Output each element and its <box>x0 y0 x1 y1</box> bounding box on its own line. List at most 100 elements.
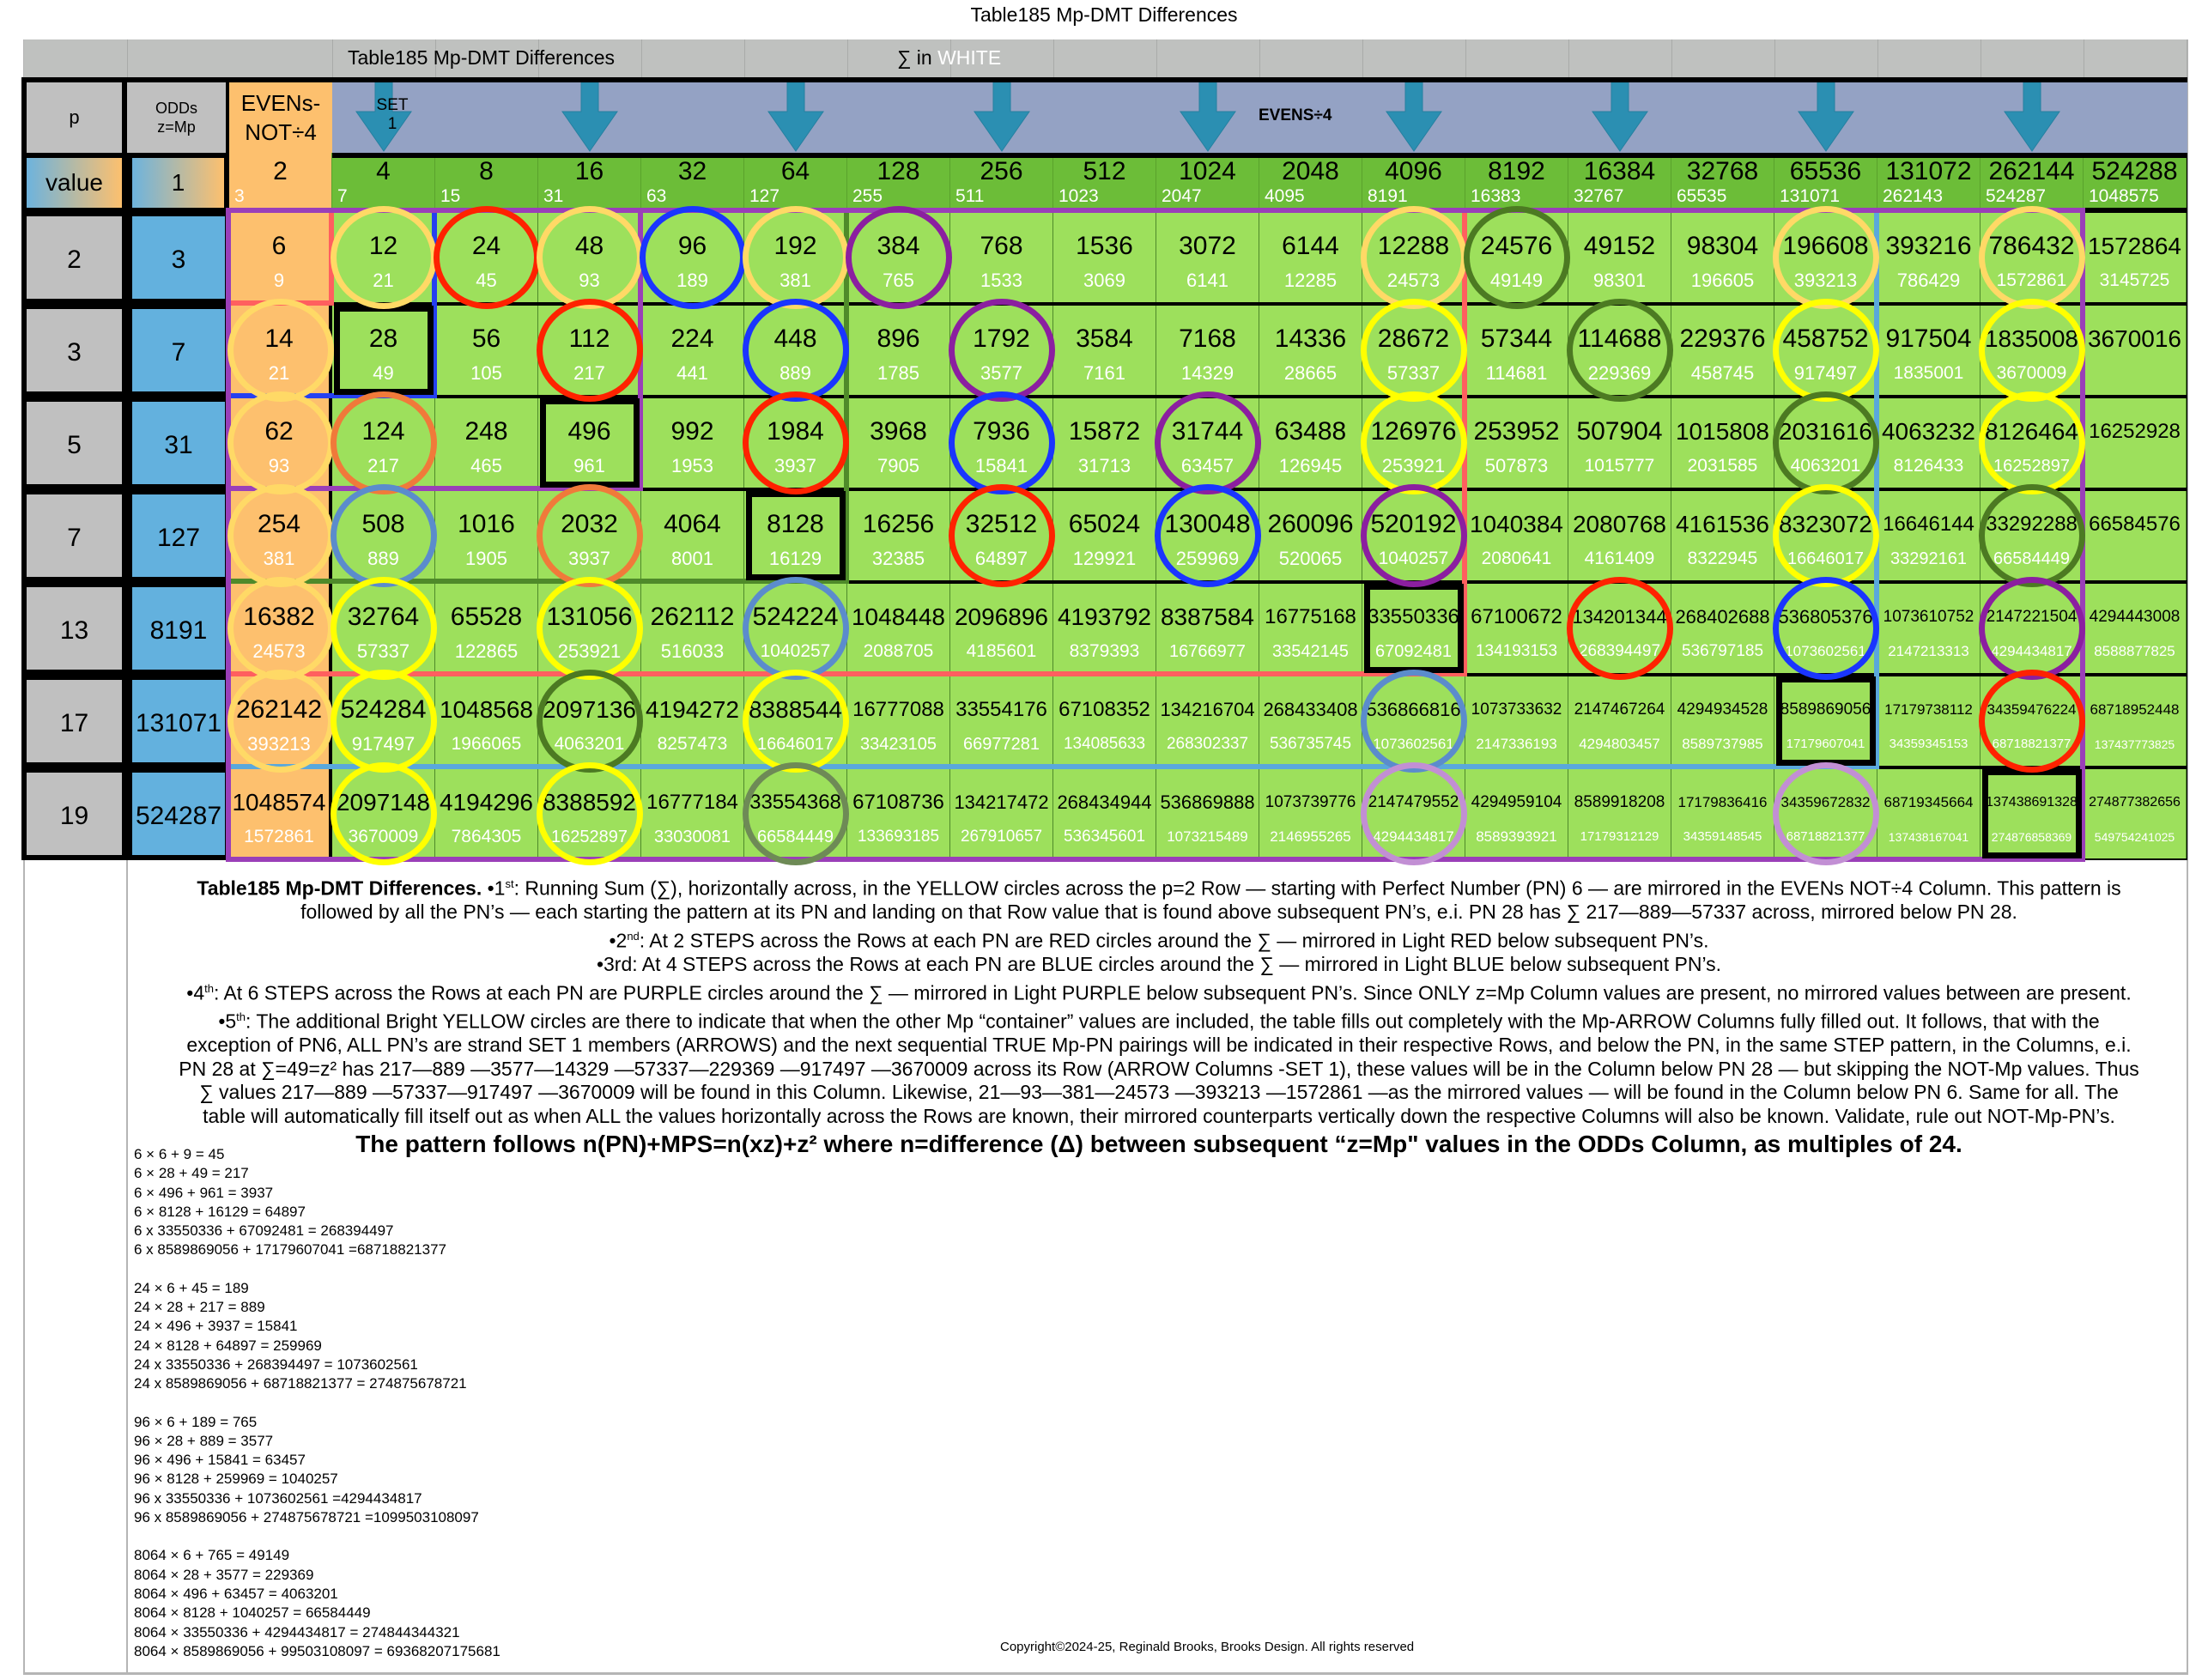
cell-sum-value: 21 <box>373 270 394 291</box>
p-value: 7 <box>67 524 82 552</box>
cell-value: 66584576 <box>2089 512 2181 536</box>
cell-sum-value: 8126433 <box>1893 456 1964 476</box>
para-line-9: ∑ values 217—889 —57337—917497 —3670009 … <box>199 1081 2119 1104</box>
table-cell: 66584576 <box>2084 491 2187 580</box>
column-value: 64 <box>780 157 810 185</box>
column-value: 4 <box>376 157 391 185</box>
cell-sum-value: 64897 <box>974 548 1028 569</box>
cell-sum-value: 3069 <box>1083 270 1125 291</box>
cell-value: 1040384 <box>1469 511 1563 537</box>
header-bar-divider <box>1259 39 1260 77</box>
cell-sum-value: 6141 <box>1186 270 1228 291</box>
cell-sum-value: 126945 <box>1278 455 1343 476</box>
odds-z-cell: 3 <box>132 216 225 299</box>
column-sum-value: 31 <box>543 186 564 206</box>
z-value: 7 <box>171 338 186 367</box>
cell-value: 34359672832 <box>1780 794 1871 810</box>
p-cell: 17 <box>27 680 122 762</box>
p-value: 17 <box>59 709 89 737</box>
header-bar-divider <box>332 39 333 77</box>
cell-sum-value: 917497 <box>351 733 416 755</box>
formula-line: 6 × 28 + 49 = 217 <box>134 1165 249 1182</box>
cell-value: 8128 <box>767 510 824 538</box>
cell-sum-value: 7864305 <box>451 827 522 846</box>
cell-value: 458752 <box>1782 324 1869 353</box>
cell-sum-value: 441 <box>676 362 708 384</box>
z-value: 127 <box>156 524 201 552</box>
formula-line: 96 × 6 + 189 = 765 <box>134 1413 258 1430</box>
cell-value: 4064 <box>664 510 721 538</box>
cell-value: 16775168 <box>1265 605 1356 628</box>
cell-sum-value: 2031585 <box>1687 456 1758 476</box>
column-sum-value: 63 <box>646 186 667 206</box>
p-value: 19 <box>59 802 89 830</box>
cell-sum-value: 63457 <box>1180 455 1234 476</box>
bullet-5: •5 <box>218 1010 237 1033</box>
cell-sum-value: 134193153 <box>1475 642 1558 660</box>
cell-sum-value: 8589393921 <box>1476 828 1557 845</box>
formula-line: 6 × 8128 + 16129 = 64897 <box>134 1203 306 1220</box>
cell-value: 17179738112 <box>1884 701 1973 718</box>
cell-value: 8387584 <box>1160 603 1254 630</box>
odds-z-cell: 131071 <box>132 680 225 762</box>
column-value: 1024 <box>1179 157 1236 185</box>
cell-sum-value: 57337 <box>1386 362 1441 384</box>
column-value: 65536 <box>1789 157 1862 185</box>
down-arrow-icon <box>355 82 413 153</box>
column-sum-value: 1023 <box>1059 186 1099 206</box>
cell-value: 2097136 <box>542 696 636 723</box>
formula-line: 6 × 496 + 961 = 3937 <box>134 1184 274 1201</box>
formula-line: 96 × 28 + 889 = 3577 <box>134 1432 274 1449</box>
cell-sum-value: 93 <box>579 270 600 291</box>
cell-sum-value: 1572861 <box>244 827 314 846</box>
frame-bottom-line <box>23 1672 2188 1675</box>
cell-value: 496 <box>567 417 611 446</box>
header-bar-divider <box>1774 39 1775 77</box>
para-line-5: •4th: At 6 STEPS across the Rows at each… <box>137 977 2181 1005</box>
odds-z-cell: 524287 <box>132 773 225 855</box>
column-value: 262144 <box>1988 157 2075 185</box>
cell-value: 14 <box>264 324 294 353</box>
cell-sum-value: 4161409 <box>1584 549 1655 568</box>
column-value: 32 <box>677 157 707 185</box>
formula-line: 8064 × 8128 + 1040257 = 66584449 <box>134 1604 371 1622</box>
column-sum-value: 15 <box>440 186 461 206</box>
para-line-7: exception of PN6, ALL PN’s are strand SE… <box>186 1034 2132 1057</box>
cell-sum-value: 122865 <box>454 640 519 662</box>
column-sum-value: 262143 <box>1883 186 1944 206</box>
column-value: 512 <box>1083 157 1126 185</box>
cell-value: 16256 <box>862 510 935 538</box>
odds-column-header: ODDs z=Mp <box>127 77 229 153</box>
cell-sum-value: 33292161 <box>1890 549 1967 568</box>
odds-header-line2: z=Mp <box>157 118 196 136</box>
z-value: 3 <box>171 246 186 274</box>
cell-sum-value: 458745 <box>1690 362 1755 384</box>
cell-value: 896 <box>877 324 920 353</box>
cell-value: 1073610752 <box>1883 608 1974 626</box>
